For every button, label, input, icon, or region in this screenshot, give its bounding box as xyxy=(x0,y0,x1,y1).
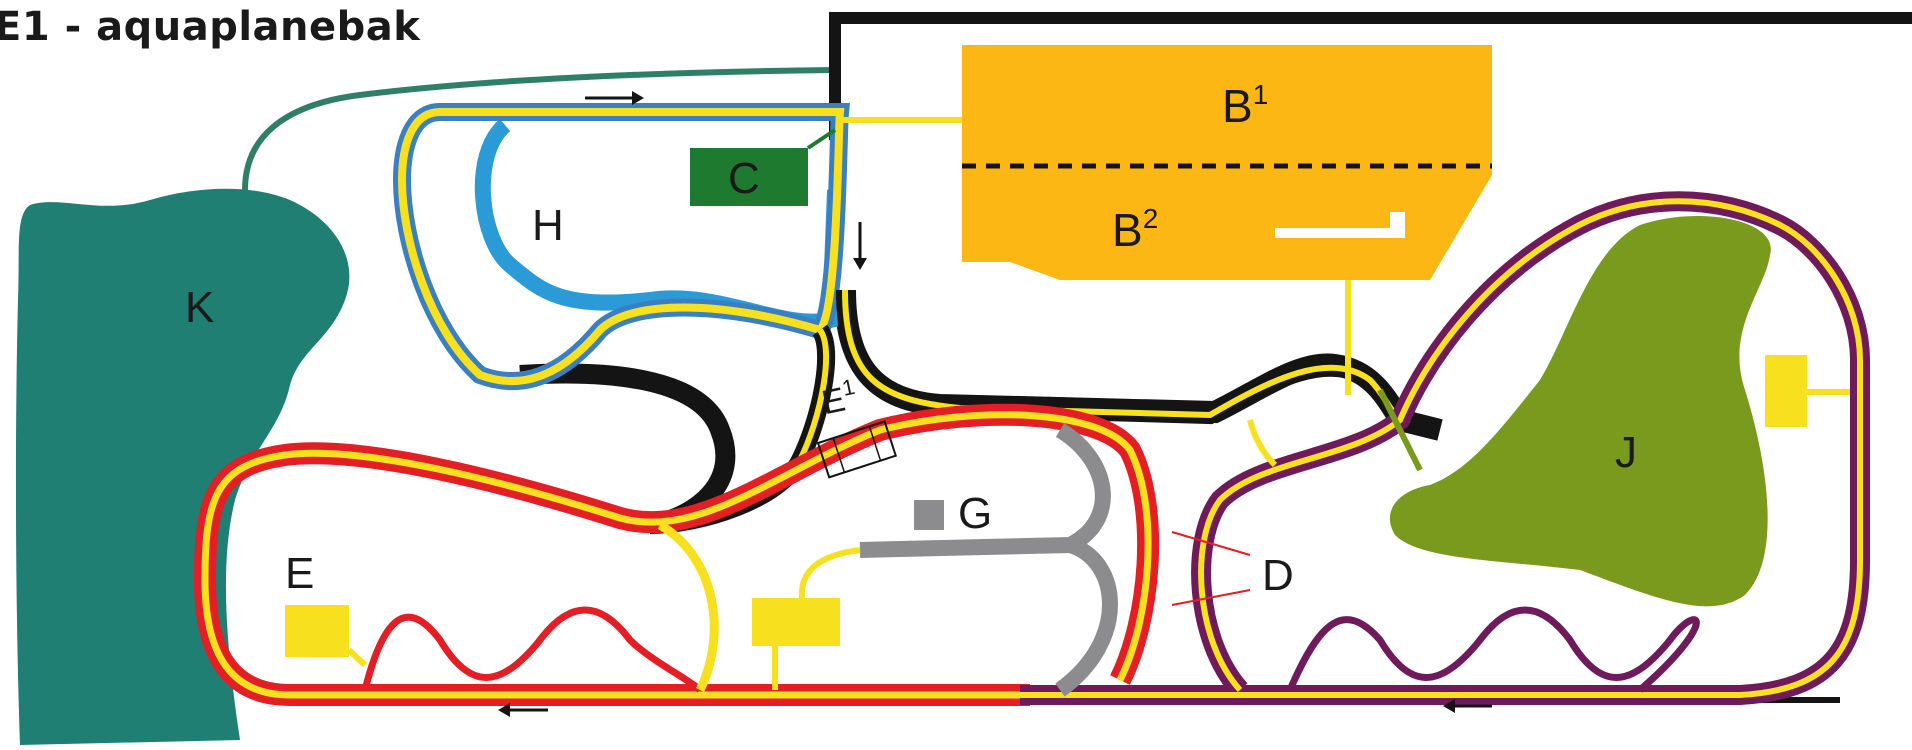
label-k: K xyxy=(185,283,214,332)
arrow-down-icon xyxy=(853,222,867,270)
gray-block-g xyxy=(914,500,944,530)
label-b1: B1 xyxy=(1222,79,1268,132)
label-j: J xyxy=(1615,428,1637,477)
track-purple-loop-inner xyxy=(1020,198,1863,698)
pointer-d-upper xyxy=(1171,531,1251,556)
wave-red xyxy=(361,606,703,693)
yellow-link-tank xyxy=(840,117,1351,395)
label-e: E xyxy=(285,549,314,598)
label-h: H xyxy=(532,201,564,250)
arrow-left-icon xyxy=(498,703,548,717)
arrow-left-icon xyxy=(1443,699,1492,713)
sensor-e1 xyxy=(816,420,898,479)
track-gray-g xyxy=(859,423,1118,697)
track-black-left xyxy=(519,363,736,530)
yellow-block-e xyxy=(285,605,349,657)
wave-purple xyxy=(1286,606,1700,693)
box-c xyxy=(690,148,808,206)
yellow-connector-e xyxy=(346,647,368,668)
yellow-block-g xyxy=(752,598,840,646)
frame-line-black xyxy=(829,12,1912,140)
tank-b xyxy=(962,45,1492,280)
page-title: E1 - aquaplanebak xyxy=(0,4,421,50)
tank-inner-slot xyxy=(1275,212,1405,238)
yellow-block-j xyxy=(1765,355,1807,427)
pond-j xyxy=(1389,216,1771,607)
yellow-link-g xyxy=(772,547,861,690)
yellow-link-middle xyxy=(657,521,719,693)
track-red-loop-inner xyxy=(201,411,1152,699)
arrow-right-icon xyxy=(585,91,644,105)
reservoir-k xyxy=(15,188,350,745)
olive-link xyxy=(1377,388,1423,472)
label-g: G xyxy=(958,489,992,538)
label-c: C xyxy=(728,154,760,203)
pointer-d-lower xyxy=(1171,589,1251,606)
track-yellow-upper-inner xyxy=(397,108,845,385)
yellow-link-d xyxy=(1247,419,1278,468)
label-d: D xyxy=(1262,551,1294,600)
label-b2: B2 xyxy=(1112,203,1158,256)
supply-line-teal xyxy=(242,67,836,191)
box-c-connector xyxy=(806,128,837,150)
